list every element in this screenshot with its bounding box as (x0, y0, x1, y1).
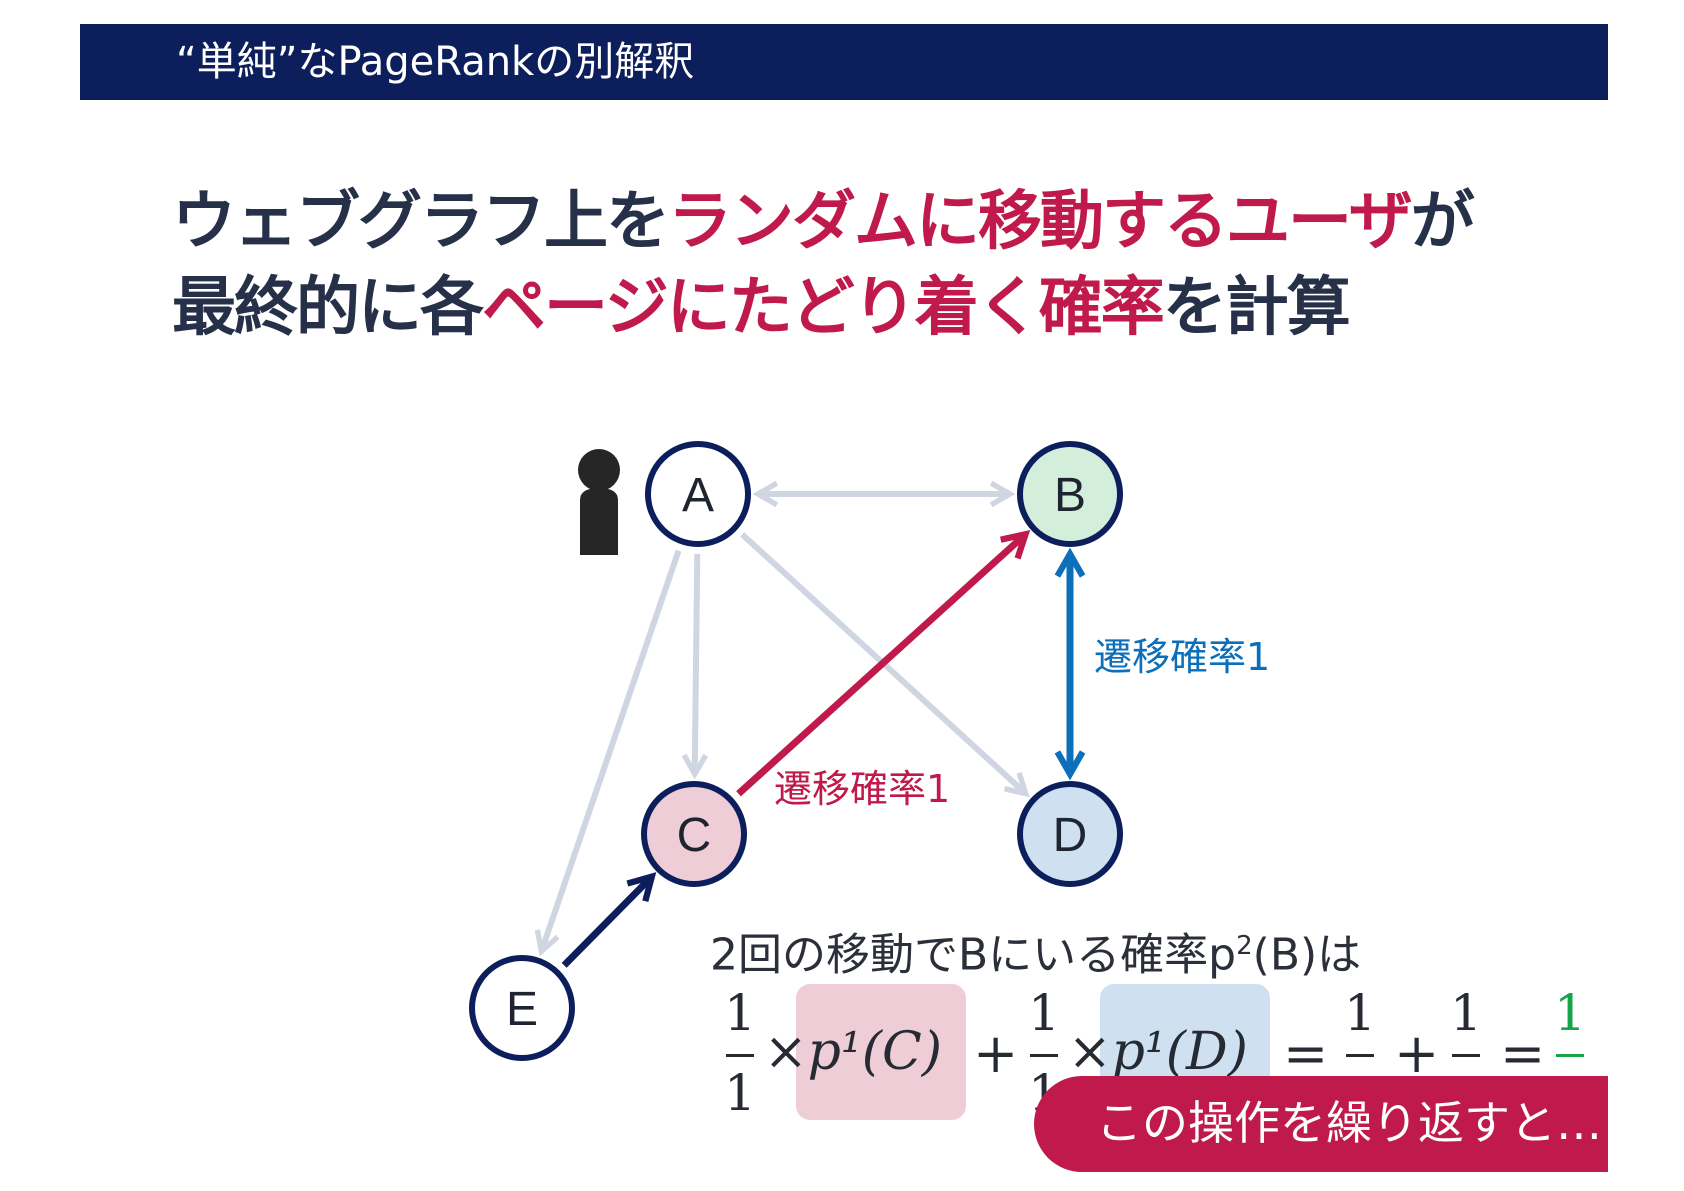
node-c: C (641, 781, 747, 887)
node-d: D (1017, 781, 1123, 887)
node-b: B (1017, 441, 1123, 547)
headline-seg: ウェブグラフ上を (172, 185, 670, 259)
node-circle (1017, 441, 1123, 547)
fraction-numerator: 1 (1028, 984, 1060, 1042)
headline-seg: 最終的に各 (172, 271, 484, 345)
headline-highlight: ページにたどり着く確率 (482, 271, 1165, 345)
fraction-numerator: 1 (1450, 984, 1482, 1042)
fraction-numerator: 1 (1344, 984, 1376, 1042)
expr-p1-d: ×𝑝¹(𝐷) (1068, 1022, 1248, 1082)
caption-text: 2回の移動でBにいる確率p (710, 929, 1237, 981)
node-label: E (506, 983, 538, 1036)
headline-line-1: ウェブグラフ上をランダムに移動するユーザが (172, 182, 1475, 262)
fraction-numerator: 1 (724, 984, 756, 1042)
header-title: “単純”なPageRankの別解釈 (176, 39, 695, 85)
person-icon (578, 449, 620, 555)
node-circle (1017, 781, 1123, 887)
plus-op: + (1394, 1022, 1440, 1085)
node-label: C (677, 809, 712, 862)
node-circle (645, 441, 751, 547)
node-e: E (469, 955, 575, 1061)
repeat-banner: この操作を繰り返すと… (1034, 1076, 1608, 1172)
headline-line-2: 最終的に各ページにたどり着く確率を計算 (172, 268, 1351, 348)
headline-highlight: ランダムに移動するユーザ (668, 185, 1413, 259)
fraction-denominator: 1 (724, 1064, 756, 1122)
fraction-bar (1346, 1054, 1374, 1057)
fraction-bar (1452, 1054, 1480, 1057)
equals-op: = (1283, 1022, 1329, 1085)
caption-text-after: (B)は (1252, 929, 1362, 981)
node-label: A (682, 469, 714, 522)
edge-c-b (736, 529, 1031, 797)
fraction-bar (1030, 1054, 1058, 1057)
red-edge-label: 遷移確率1 (774, 767, 951, 811)
headline-seg: が (1410, 185, 1475, 259)
highlight-box-c (796, 984, 966, 1120)
edge-a-e (534, 549, 682, 957)
banner-text: この操作を繰り返すと… (1096, 1096, 1602, 1150)
node-label: D (1053, 809, 1088, 862)
fraction-numerator: 1 (1554, 984, 1586, 1042)
blue-edge-label: 遷移確率1 (1094, 635, 1271, 679)
equals-op: = (1500, 1022, 1546, 1085)
plus-op: + (973, 1022, 1019, 1085)
node-circle (469, 955, 575, 1061)
caption-sup: 2 (1236, 931, 1253, 961)
probability-caption: 2回の移動でBにいる確率p2(B)は (710, 918, 1361, 984)
node-a: A (645, 441, 751, 547)
header-bar: “単純”なPageRankの別解釈 (80, 24, 1608, 100)
edge-a-c (681, 553, 709, 780)
node-label: B (1054, 469, 1086, 522)
expr-p1-c: ×𝑝¹(𝐶) (764, 1022, 943, 1082)
fraction-bar (1556, 1054, 1584, 1057)
edge-e-c (561, 872, 657, 968)
headline-seg: を計算 (1162, 271, 1351, 345)
node-circle (641, 781, 747, 887)
fraction-bar (726, 1054, 754, 1057)
